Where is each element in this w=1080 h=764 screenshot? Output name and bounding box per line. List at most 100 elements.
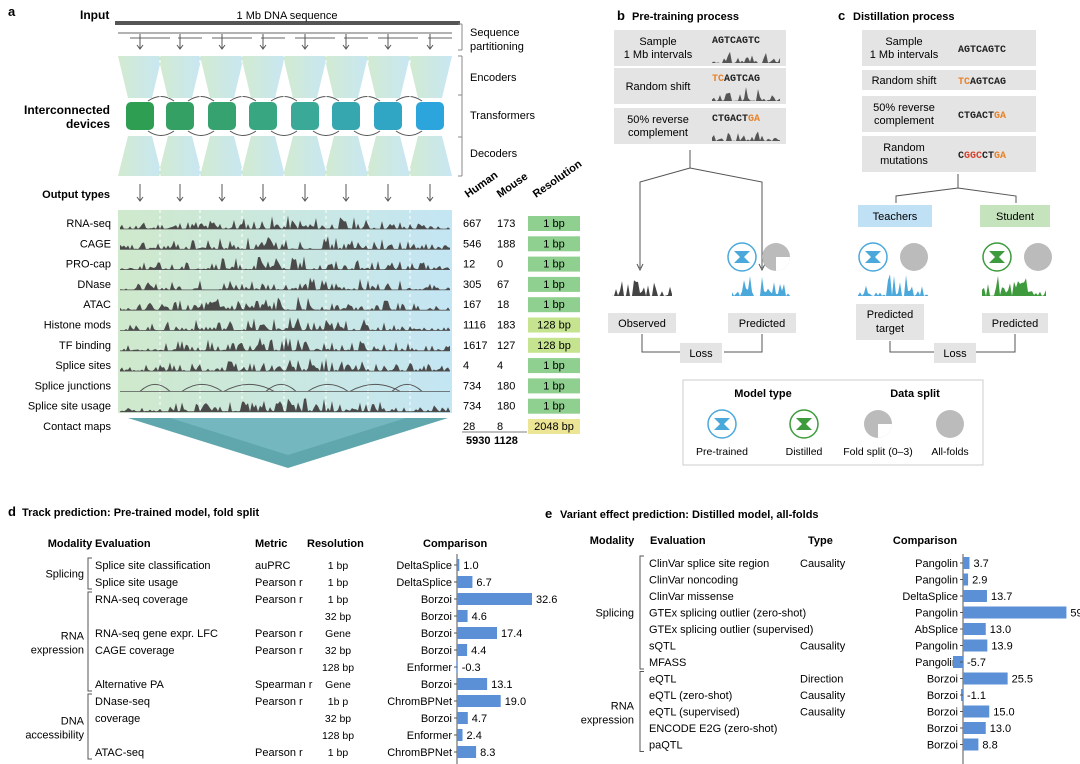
decoder-shape [158, 136, 202, 176]
distill-sequence: CGGCCTGA [958, 151, 1006, 162]
track-human-count: 167 [463, 299, 481, 311]
comparison-model-label: ChromBPNet [387, 696, 452, 708]
pretrained-model-glyph [734, 251, 750, 263]
output-arrowhead [342, 196, 350, 202]
eval-label: eQTL (zero-shot) [649, 690, 732, 702]
eval-label: sQTL [649, 641, 676, 653]
comparison-model-label: Pangolin [915, 657, 958, 669]
device-link-arc [147, 130, 175, 136]
resolution-badge [528, 236, 580, 252]
splice-junction-arc [307, 383, 349, 392]
resolution-label: 1 bp [328, 577, 349, 589]
bar-value-label: 2.4 [467, 730, 482, 742]
bar-value-label: 25.5 [1012, 674, 1033, 686]
comparison-bar [457, 729, 463, 741]
observed-box [608, 313, 676, 333]
comparison-bar [457, 610, 468, 622]
track-mouse-count: 183 [497, 320, 515, 332]
comparison-model-label: Borzoi [927, 723, 958, 735]
bar-value-label: 32.6 [536, 594, 557, 606]
transformer-device [126, 102, 154, 130]
eval-label: coverage [95, 713, 140, 725]
track-mouse-count: 127 [497, 340, 515, 352]
bar-value-label: 3.7 [973, 558, 988, 570]
comparison-model-label: DeltaSplice [396, 577, 452, 589]
output-arrowhead [259, 196, 267, 202]
comparison-bar [963, 606, 1067, 619]
teacher-signal [858, 274, 928, 296]
bar-value-label: -5.7 [967, 657, 986, 669]
loss-label: Loss [943, 348, 967, 360]
track-label: Splice site usage [28, 401, 111, 413]
track-signal [120, 317, 450, 331]
col-header-resolution: Resolution [531, 158, 585, 201]
loss-box [680, 343, 722, 363]
loss-label: Loss [689, 348, 713, 360]
comparison-model-label: DeltaSplice [902, 591, 958, 603]
track-mouse-count: 180 [497, 401, 515, 413]
seq-part: AGTCAGTC [958, 45, 1006, 56]
splice-junction-arc [139, 383, 171, 392]
pretrain-step-label: Sample [639, 36, 676, 48]
seq-shifted-bases: TC [712, 74, 724, 85]
resolution-label: 1 bp [328, 594, 349, 606]
teachers-label: Teachers [873, 211, 918, 223]
table-header: Type [808, 535, 833, 547]
observed-signal [612, 280, 672, 296]
device-link-arc [187, 96, 215, 102]
track-label: Splice junctions [35, 380, 112, 392]
output-arrowhead [384, 196, 392, 202]
comparison-bar [963, 738, 979, 751]
pretrain-step-label: 1 Mb intervals [624, 49, 693, 61]
pretrain-sequence: AGTCAGTC [712, 36, 760, 47]
bar-value-label: -0.3 [462, 662, 481, 674]
panel-e: e Variant effect prediction: Distilled m… [545, 506, 1080, 764]
metric-label: Pearson r [255, 747, 303, 759]
encoder-shape [408, 56, 452, 98]
track-label: Splice sites [55, 360, 111, 372]
pretrain-step-signal [712, 87, 780, 101]
bar-value-label: 2.9 [972, 575, 987, 587]
resolution-label: 1 bp [543, 299, 564, 311]
student-predicted-label: Predicted [992, 318, 1038, 330]
right-bracket-lines [458, 23, 463, 177]
comparison-bar [457, 678, 488, 690]
comparison-model-label: Borzoi [927, 674, 958, 686]
track-human-count: 734 [463, 401, 481, 413]
transformer-device [291, 102, 319, 130]
comparison-model-label: DeltaSplice [396, 560, 452, 572]
bar-value-label: -1.1 [967, 690, 986, 702]
seq-revcomp-bases: GA [748, 114, 760, 125]
legend-item-label: Pre-trained [696, 446, 748, 458]
comparison-bar [457, 559, 460, 571]
pretrain-sequence: TCAGTCAG [712, 74, 760, 85]
output-arrowhead [218, 196, 226, 202]
device-link-arc [395, 96, 423, 102]
output-background [118, 210, 452, 413]
predicted-target-label: Predicted [867, 309, 913, 321]
pretrain-step-signal [712, 51, 780, 63]
panel-d: d Track prediction: Pre-trained model, f… [8, 504, 557, 764]
bar-value-label: 6.7 [476, 577, 491, 589]
track-mouse-count: 4 [497, 360, 503, 372]
track-human-count: 667 [463, 218, 481, 230]
partition-arrowhead [136, 44, 144, 50]
eval-label: ENCODE E2G (zero-shot) [649, 723, 777, 735]
track-signal [120, 398, 450, 412]
eval-label: ATAC-seq [95, 747, 144, 759]
eval-label: RNA-seq coverage [95, 594, 188, 606]
resolution-badge [528, 419, 580, 434]
encoder-shape [118, 56, 162, 98]
resolution-label: 1 bp [328, 560, 349, 572]
partition-arrowhead [259, 44, 267, 50]
seq-bases: AGTCAGTC [712, 36, 760, 47]
eval-label: GTEx splicing outlier (supervised) [649, 624, 813, 636]
comparison-model-label: Borzoi [927, 740, 958, 752]
eval-label: ClinVar noncoding [649, 575, 738, 587]
encoder-shape [158, 56, 202, 98]
comparison-bar [953, 656, 963, 668]
resolution-label: 1 bp [543, 259, 564, 271]
legend-distilled-glyph [796, 418, 812, 430]
device-link-arc [353, 96, 381, 102]
